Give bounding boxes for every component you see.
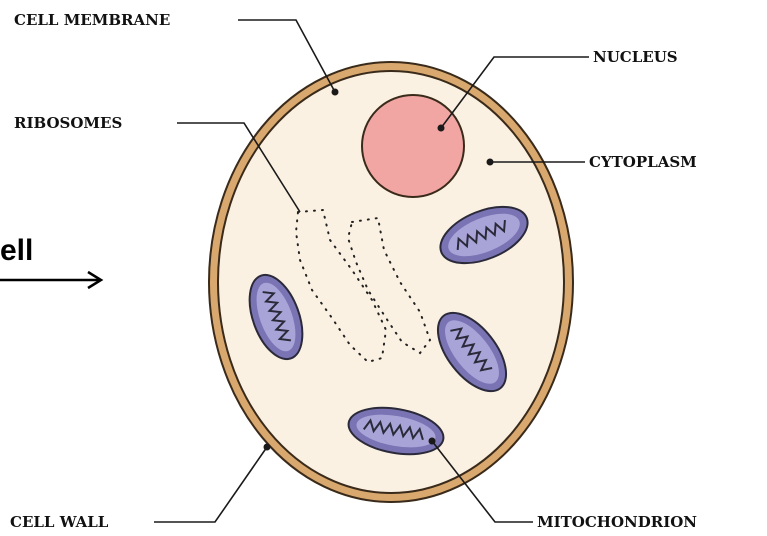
cell-wall-leader [154, 447, 267, 522]
label-cell-wall: CELL WALL [10, 513, 109, 531]
label-nucleus: NUCLEUS [593, 48, 678, 66]
label-ribosomes: RIBOSOMES [14, 114, 122, 132]
side-text: ell [0, 234, 33, 267]
nucleus [362, 95, 464, 197]
label-cytoplasm: CYTOPLASM [589, 153, 697, 171]
label-mitochondrion: MITOCHONDRION [537, 513, 697, 531]
side-arrow [0, 272, 101, 288]
label-cell-membrane: CELL MEMBRANE [14, 11, 170, 29]
